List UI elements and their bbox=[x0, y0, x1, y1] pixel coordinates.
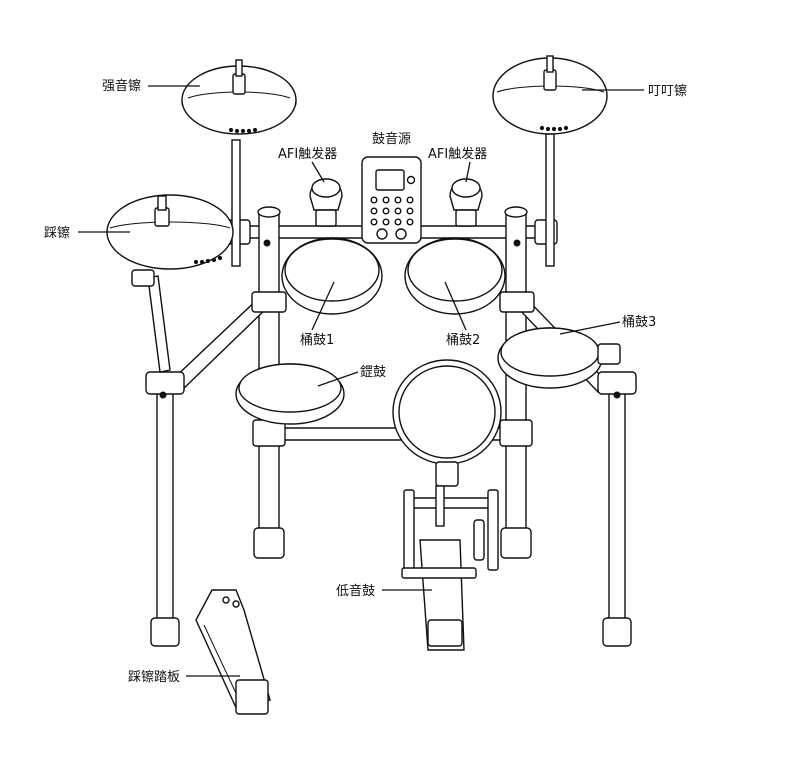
kick-pedal bbox=[401, 485, 499, 651]
label-kick: 低音鼓 bbox=[336, 583, 375, 599]
label-afi-left: AFI触发器 bbox=[278, 146, 337, 162]
kick-drum bbox=[392, 359, 502, 487]
label-tom-2: 桶鼓2 bbox=[446, 333, 480, 348]
drum-module bbox=[361, 156, 422, 244]
crash-led-dots bbox=[228, 127, 258, 134]
label-snare: 鎠鼓 bbox=[360, 365, 386, 380]
crash-cymbal bbox=[181, 59, 297, 135]
tom-1 bbox=[281, 237, 383, 315]
snare-drum bbox=[235, 363, 345, 425]
cymbal-stands bbox=[131, 133, 555, 373]
label-crash-cymbal: 强音镲 bbox=[102, 78, 141, 94]
afi-trigger-left bbox=[309, 178, 343, 227]
tom-2 bbox=[404, 237, 506, 315]
labels: 强音镲 叮叮镲 踩镲 鼓音源 AFI触发器 AFI触发器 桶鼓1 桶鼓2 桶鼓3… bbox=[44, 78, 687, 685]
hihat-pedal bbox=[195, 589, 271, 715]
label-afi-right: AFI触发器 bbox=[428, 146, 487, 162]
label-hihat-cymbal: 踩镲 bbox=[44, 225, 70, 241]
ride-led-dots bbox=[539, 125, 569, 132]
label-hihat-pedal: 踩镲踏板 bbox=[128, 669, 180, 685]
hihat-led-dots bbox=[193, 255, 223, 265]
tom-3 bbox=[497, 327, 621, 389]
label-tom-3: 桶鼓3 bbox=[622, 315, 656, 330]
label-module: 鼓音源 bbox=[372, 131, 411, 147]
afi-trigger-right bbox=[449, 178, 483, 227]
module-buttons bbox=[370, 196, 414, 240]
leader-lines bbox=[78, 85, 644, 677]
label-ride-cymbal: 叮叮镲 bbox=[648, 83, 687, 99]
label-tom-1: 桶鼓1 bbox=[300, 333, 334, 348]
rack-frame bbox=[145, 206, 637, 647]
ride-cymbal bbox=[492, 55, 608, 135]
